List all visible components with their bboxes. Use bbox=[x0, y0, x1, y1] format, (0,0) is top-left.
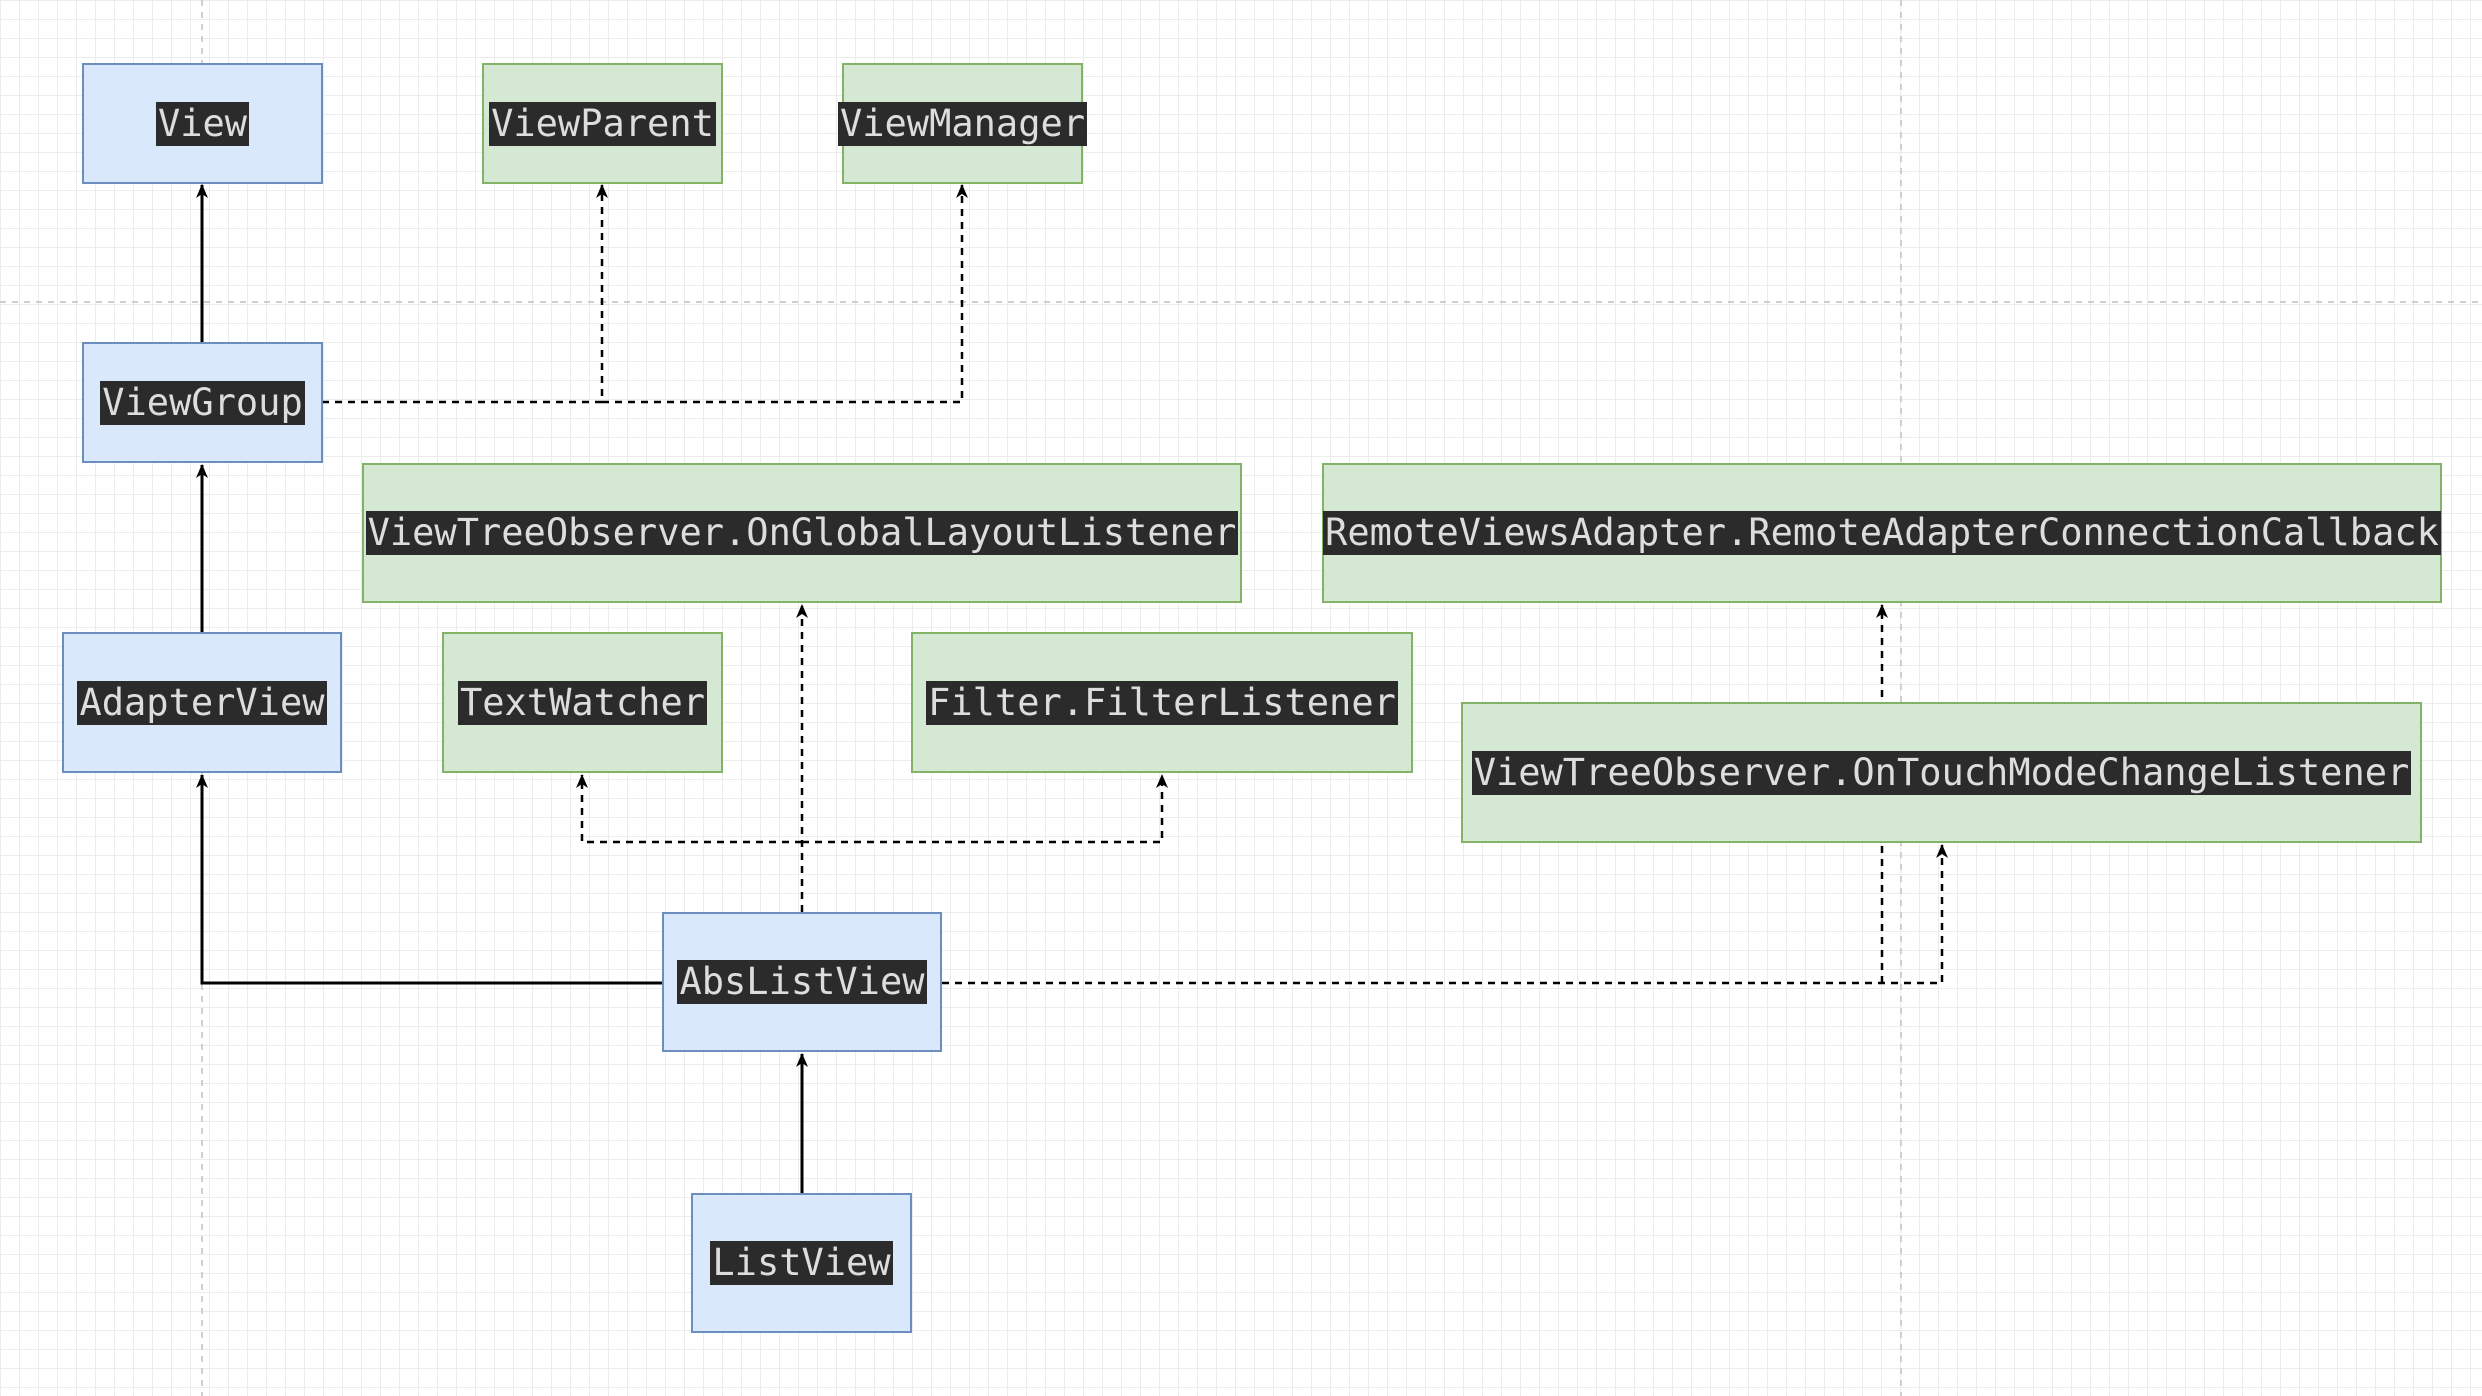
node-textwatcher-label: TextWatcher bbox=[457, 680, 708, 725]
node-abslistview-label: AbsListView bbox=[677, 960, 927, 1004]
node-viewgroup-label: ViewGroup bbox=[100, 380, 305, 425]
node-view-label: View bbox=[155, 101, 250, 146]
node-viewgroup[interactable]: ViewGroup bbox=[82, 342, 323, 463]
node-textwatcher[interactable]: TextWatcher bbox=[442, 632, 723, 773]
node-abslistview[interactable]: AbsListView bbox=[662, 912, 942, 1052]
edge-abslistview-to-textwatcher bbox=[576, 774, 802, 844]
node-viewparent[interactable]: ViewParent bbox=[482, 63, 723, 184]
node-adapterview-label: AdapterView bbox=[77, 680, 327, 725]
edge-viewgroup-to-viewmanager bbox=[602, 184, 968, 404]
node-touchmodelistener-label: ViewTreeObserver.OnTouchModeChangeListen… bbox=[1471, 750, 2412, 795]
node-view[interactable]: View bbox=[82, 63, 323, 184]
node-remoteadaptercallback-label: RemoteViewsAdapter.RemoteAdapterConnecti… bbox=[1323, 511, 2441, 555]
edge-abslistview-to-filterlistener bbox=[802, 774, 1168, 844]
node-listview-label: ListView bbox=[710, 1241, 893, 1285]
edge-abslistview-to-touchmodelistener bbox=[942, 844, 1948, 985]
node-viewmanager-label: ViewManager bbox=[837, 101, 1088, 146]
node-viewmanager[interactable]: ViewManager bbox=[837, 63, 1088, 184]
node-globallayoutlistener[interactable]: ViewTreeObserver.OnGlobalLayoutListener bbox=[362, 463, 1242, 603]
node-filterlistener[interactable]: Filter.FilterListener bbox=[911, 632, 1413, 773]
node-filterlistener-label: Filter.FilterListener bbox=[926, 680, 1398, 725]
node-remoteadaptercallback[interactable]: RemoteViewsAdapter.RemoteAdapterConnecti… bbox=[1322, 463, 2442, 603]
edge-abslistview-to-adapterview bbox=[196, 774, 662, 985]
node-listview[interactable]: ListView bbox=[691, 1193, 912, 1333]
node-globallayoutlistener-label: ViewTreeObserver.OnGlobalLayoutListener bbox=[365, 511, 1239, 555]
edge-viewgroup-to-viewparent bbox=[322, 184, 608, 404]
node-adapterview[interactable]: AdapterView bbox=[62, 632, 342, 773]
node-touchmodelistener[interactable]: ViewTreeObserver.OnTouchModeChangeListen… bbox=[1461, 702, 2422, 843]
node-viewparent-label: ViewParent bbox=[489, 101, 716, 146]
